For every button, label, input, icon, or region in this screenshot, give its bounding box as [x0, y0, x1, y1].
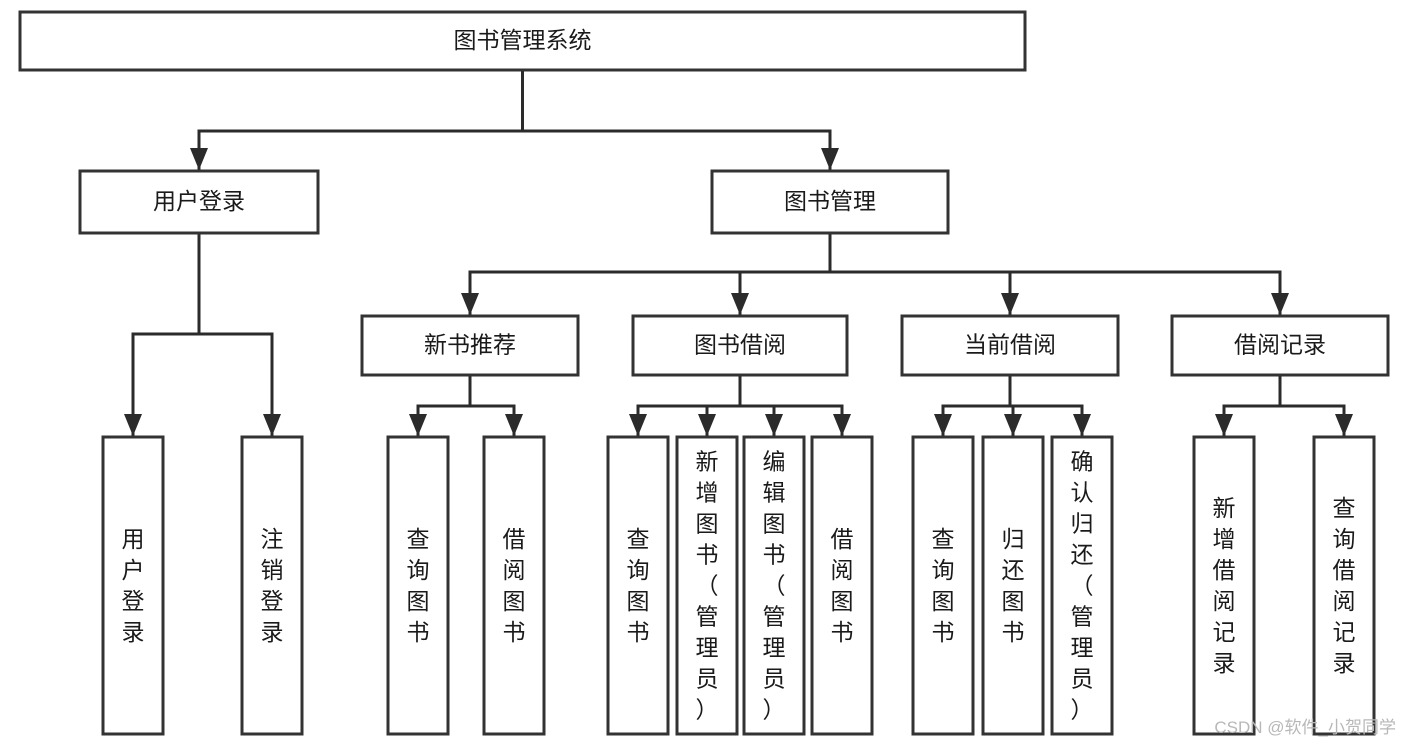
node-box-leaf-query-book-2: [606, 435, 670, 736]
node-box-new-book-rec: [360, 314, 580, 377]
node-leaf-logout[interactable]: 注销登录: [240, 435, 304, 736]
node-label-leaf-add-record: 新增借阅记录: [1213, 495, 1236, 676]
node-box-leaf-user-login: [101, 435, 165, 736]
node-label-current-borrow: 当前借阅: [964, 332, 1056, 358]
node-label-leaf-query-book-3: 查询图书: [932, 526, 955, 645]
node-current-borrow[interactable]: 当前借阅: [900, 314, 1120, 377]
node-box-leaf-add-book: [675, 435, 739, 736]
node-label-book-manage: 图书管理: [784, 188, 876, 214]
node-label-borrow-record: 借阅记录: [1234, 332, 1326, 358]
node-box-book-manage: [710, 169, 950, 235]
arrow-head-icon-leaf-query-book-3: [934, 414, 952, 436]
node-box-leaf-query-book-1: [386, 435, 450, 736]
arrow-head-icon-book-manage: [821, 148, 839, 170]
node-box-book-borrow: [631, 314, 849, 377]
edge-layer: [124, 68, 1353, 438]
node-leaf-return-book[interactable]: 归还图书: [981, 435, 1045, 736]
arrow-head-icon-leaf-borrow-book-2: [833, 414, 851, 436]
node-box-leaf-query-record: [1312, 435, 1376, 736]
node-box-root: [18, 10, 1027, 72]
node-leaf-query-book-1[interactable]: 查询图书: [386, 435, 450, 736]
node-leaf-edit-book[interactable]: 编辑图书（管理员）: [742, 435, 806, 736]
node-label-leaf-query-record: 查询借阅记录: [1333, 495, 1356, 676]
node-box-leaf-edit-book: [742, 435, 806, 736]
node-box-leaf-confirm-return: [1050, 435, 1114, 736]
node-book-borrow[interactable]: 图书借阅: [631, 314, 849, 377]
node-leaf-add-record[interactable]: 新增借阅记录: [1192, 435, 1256, 736]
node-box-leaf-borrow-book-2: [810, 435, 874, 736]
arrow-head-icon-leaf-query-book-1: [409, 414, 427, 436]
arrow-head-icon-book-borrow: [731, 293, 749, 315]
node-leaf-confirm-return[interactable]: 确认归还（管理员）: [1050, 435, 1114, 736]
node-root[interactable]: 图书管理系统: [18, 10, 1027, 72]
node-leaf-query-record[interactable]: 查询借阅记录: [1312, 435, 1376, 736]
arrow-head-icon-leaf-add-book: [698, 414, 716, 436]
node-label-new-book-rec: 新书推荐: [424, 332, 516, 358]
node-box-leaf-return-book: [981, 435, 1045, 736]
arrow-head-icon-leaf-confirm-return: [1073, 414, 1091, 436]
arrow-head-icon-current-borrow: [1001, 293, 1019, 315]
csdn-watermark: CSDN @软件_小贺同学: [1214, 718, 1396, 737]
node-label-root: 图书管理系统: [454, 27, 592, 53]
node-label-leaf-add-book: 新增图书（管理员）: [696, 449, 719, 723]
arrow-head-icon-leaf-logout: [263, 414, 281, 436]
node-label-user-login: 用户登录: [153, 188, 245, 214]
node-book-manage[interactable]: 图书管理: [710, 169, 950, 235]
arrow-head-icon-borrow-record: [1271, 293, 1289, 315]
arrow-head-icon-leaf-borrow-book-1: [505, 414, 523, 436]
node-box-leaf-add-record: [1192, 435, 1256, 736]
node-leaf-query-book-2[interactable]: 查询图书: [606, 435, 670, 736]
arrow-head-icon-leaf-user-login: [124, 414, 142, 436]
node-user-login[interactable]: 用户登录: [78, 169, 320, 235]
node-box-borrow-record: [1170, 314, 1390, 377]
arrow-head-icon-leaf-query-record: [1335, 414, 1353, 436]
node-label-leaf-return-book: 归还图书: [1002, 526, 1025, 645]
node-label-leaf-borrow-book-1: 借阅图书: [503, 526, 526, 645]
node-label-leaf-borrow-book-2: 借阅图书: [831, 526, 854, 645]
arrow-head-icon-leaf-edit-book: [765, 414, 783, 436]
arrow-head-icon-new-book-rec: [461, 293, 479, 315]
node-label-leaf-confirm-return: 确认归还（管理员）: [1071, 449, 1094, 723]
node-label-leaf-user-login: 用户登录: [122, 526, 145, 645]
node-box-user-login: [78, 169, 320, 235]
arrow-head-icon-user-login: [190, 148, 208, 170]
arrow-head-icon-leaf-query-book-2: [629, 414, 647, 436]
node-box-current-borrow: [900, 314, 1120, 377]
node-box-leaf-borrow-book-1: [482, 435, 546, 736]
node-label-leaf-edit-book: 编辑图书（管理员）: [763, 449, 786, 723]
node-leaf-query-book-3[interactable]: 查询图书: [911, 435, 975, 736]
arrow-head-icon-leaf-add-record: [1215, 414, 1233, 436]
node-label-book-borrow: 图书借阅: [694, 332, 786, 358]
node-leaf-user-login[interactable]: 用户登录: [101, 435, 165, 736]
node-layer: 图书管理系统用户登录图书管理新书推荐图书借阅当前借阅借阅记录用户登录注销登录查询…: [18, 10, 1390, 736]
node-label-leaf-query-book-2: 查询图书: [627, 526, 650, 645]
node-leaf-borrow-book-1[interactable]: 借阅图书: [482, 435, 546, 736]
node-leaf-borrow-book-2[interactable]: 借阅图书: [810, 435, 874, 736]
node-new-book-rec[interactable]: 新书推荐: [360, 314, 580, 377]
node-leaf-add-book[interactable]: 新增图书（管理员）: [675, 435, 739, 736]
node-box-leaf-logout: [240, 435, 304, 736]
node-label-leaf-logout: 注销登录: [261, 526, 284, 645]
node-borrow-record[interactable]: 借阅记录: [1170, 314, 1390, 377]
arrow-head-icon-leaf-return-book: [1004, 414, 1022, 436]
node-label-leaf-query-book-1: 查询图书: [407, 526, 430, 645]
node-box-leaf-query-book-3: [911, 435, 975, 736]
